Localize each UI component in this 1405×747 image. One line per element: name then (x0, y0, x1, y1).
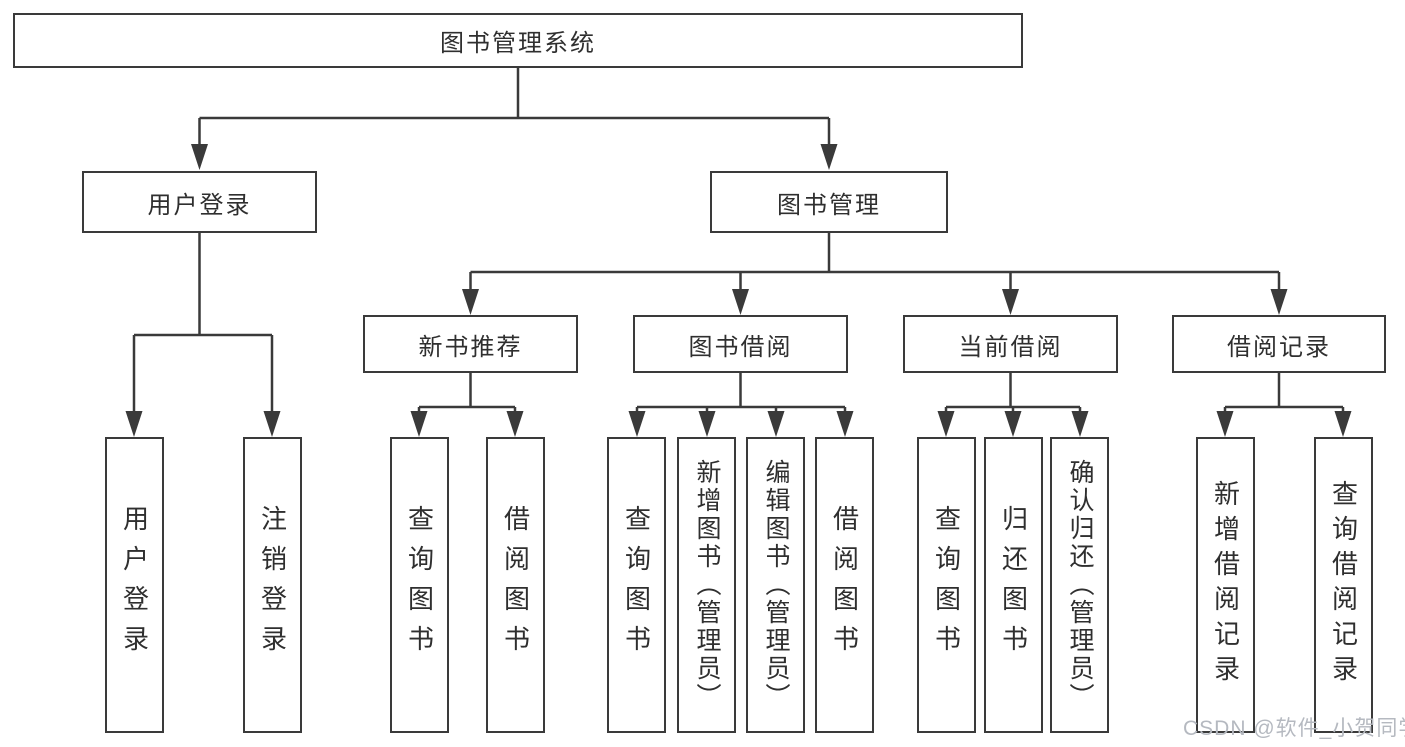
node-new-book-recommend-label: 新书推荐 (418, 333, 523, 361)
leaf-query-borrow-record-label: 查询借阅记录 (1328, 480, 1359, 690)
leaf-edit-book-admin: 编辑图书（管理员） (746, 437, 805, 733)
leaf-logout-label: 注销登录 (257, 505, 288, 665)
node-user-login: 用户登录 (82, 171, 317, 233)
node-book-management-label: 图书管理 (777, 191, 881, 219)
leaf-logout: 注销登录 (243, 437, 302, 733)
leaf-add-book-admin: 新增图书（管理员） (677, 437, 736, 733)
node-borrow-records: 借阅记录 (1172, 315, 1386, 373)
leaf-confirm-return-admin-label: 确认归还（管理员） (1066, 459, 1094, 711)
leaf-return-books-label: 归还图书 (998, 505, 1029, 665)
node-user-login-label: 用户登录 (147, 191, 252, 219)
node-root-label: 图书管理系统 (440, 30, 596, 57)
leaf-confirm-return-admin: 确认归还（管理员） (1050, 437, 1109, 733)
connector-path (132, 68, 1345, 412)
node-root: 图书管理系统 (13, 13, 1023, 68)
node-book-borrow: 图书借阅 (633, 315, 848, 373)
leaf-add-borrow-record-label: 新增借阅记录 (1210, 480, 1241, 690)
leaf-query-books-recommend: 查询图书 (390, 437, 449, 733)
node-book-management: 图书管理 (710, 171, 948, 233)
leaf-add-borrow-record: 新增借阅记录 (1196, 437, 1255, 733)
node-new-book-recommend: 新书推荐 (363, 315, 578, 373)
watermark: CSDN @软件_小贺同学 (1183, 717, 1405, 740)
leaf-query-books-borrow: 查询图书 (607, 437, 666, 733)
leaf-query-books-borrow-label: 查询图书 (621, 505, 652, 665)
leaf-query-books-recommend-label: 查询图书 (404, 505, 435, 665)
leaf-borrow-books: 借阅图书 (815, 437, 874, 733)
arrowheads (125, 144, 1352, 437)
node-current-borrow: 当前借阅 (903, 315, 1118, 373)
leaf-query-books-current: 查询图书 (917, 437, 976, 733)
leaf-return-books: 归还图书 (984, 437, 1043, 733)
leaf-user-login: 用户登录 (105, 437, 164, 733)
leaf-user-login-label: 用户登录 (119, 505, 150, 665)
leaf-query-books-current-label: 查询图书 (931, 505, 962, 665)
leaf-borrow-books-recommend-label: 借阅图书 (500, 505, 531, 665)
leaf-add-book-admin-label: 新增图书（管理员） (693, 459, 721, 711)
leaf-borrow-books-recommend: 借阅图书 (486, 437, 545, 733)
leaf-borrow-books-label: 借阅图书 (829, 505, 860, 665)
node-borrow-records-label: 借阅记录 (1227, 333, 1331, 361)
leaf-edit-book-admin-label: 编辑图书（管理员） (762, 459, 790, 711)
node-current-borrow-label: 当前借阅 (958, 333, 1063, 361)
node-book-borrow-label: 图书借阅 (688, 333, 793, 361)
leaf-query-borrow-record: 查询借阅记录 (1314, 437, 1373, 733)
